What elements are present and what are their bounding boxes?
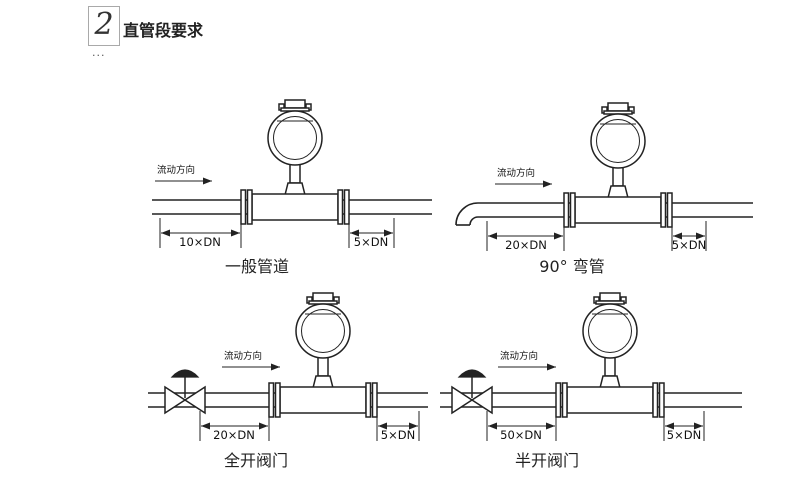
panel-90-degree-bend: 流动方向 20×DN 5×DN 90° 弯管 [455, 102, 753, 276]
flow-meter-symbol [563, 102, 673, 228]
upstream-length-label: 10×DN [179, 235, 221, 249]
panel-caption: 全开阀门 [224, 451, 288, 470]
section-number-box: 2 ... [88, 6, 120, 59]
elbow-icon [455, 202, 479, 226]
section-number: 2 [94, 7, 114, 42]
flow-direction-label: 流动方向 [500, 350, 538, 362]
panel-general-pipeline: 流动方向 10×DN 5×DN 一般管道 [152, 99, 432, 276]
section-title: 直管段要求 [123, 21, 204, 40]
flow-direction: 流动方向 [495, 167, 552, 188]
panel-caption: 90° 弯管 [539, 257, 604, 276]
flow-meter-symbol [268, 292, 378, 418]
dimension-downstream: 5×DN [663, 411, 705, 442]
flow-direction: 流动方向 [498, 350, 556, 371]
dimension-downstream: 5×DN [348, 218, 395, 249]
dimension-upstream: 20×DN [199, 411, 270, 442]
panel-half-open-valve: 流动方向 50×DN 5×DN 半开阀门 [440, 292, 742, 470]
downstream-length-label: 5×DN [667, 428, 701, 442]
flow-direction: 流动方向 [222, 350, 280, 371]
upstream-length-label: 50×DN [500, 428, 542, 442]
panel-fully-open-valve: 流动方向 20×DN 5×DN 全开阀门 [148, 292, 428, 470]
dimension-downstream: 5×DN [671, 221, 707, 252]
downstream-length-label: 5×DN [672, 238, 706, 252]
dimension-upstream: 20×DN [486, 221, 565, 252]
flow-direction-label: 流动方向 [157, 164, 195, 176]
flow-direction-label: 流动方向 [224, 350, 262, 362]
flow-direction-label: 流动方向 [497, 167, 535, 179]
section-header: 2 ... 直管段要求 [88, 6, 204, 59]
dimension-downstream: 5×DN [376, 411, 420, 442]
upstream-length-label: 20×DN [213, 428, 255, 442]
section-dots: ... [92, 46, 106, 59]
dimension-upstream: 10×DN [159, 218, 242, 249]
panel-caption: 半开阀门 [515, 451, 579, 470]
downstream-length-label: 5×DN [354, 235, 388, 249]
dimension-upstream: 50×DN [486, 411, 557, 442]
flow-meter-symbol [240, 99, 350, 225]
flow-meter-symbol [555, 292, 665, 418]
downstream-length-label: 5×DN [381, 428, 415, 442]
upstream-length-label: 20×DN [505, 238, 547, 252]
flow-direction: 流动方向 [155, 164, 212, 185]
panel-caption: 一般管道 [225, 257, 289, 276]
